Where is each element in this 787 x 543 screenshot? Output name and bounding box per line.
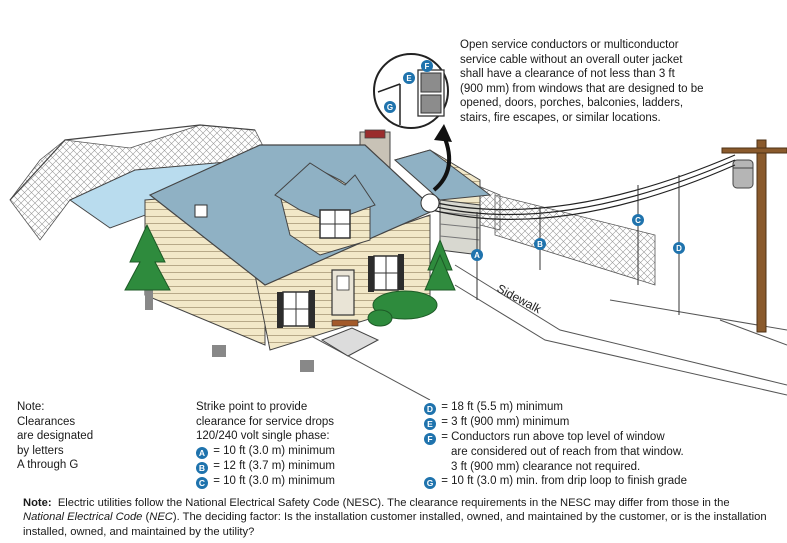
bottom-note-text: Electric utilities follow the National E… — [57, 497, 730, 509]
clearance-row-g: G = 10 ft (3.0 m) min. from drip loop to… — [424, 474, 687, 490]
badge-d-icon: D — [424, 403, 436, 415]
badge-f-icon: F — [424, 433, 436, 445]
badge-a-icon: A — [196, 446, 208, 459]
inset-letter-f: F — [425, 62, 430, 71]
strike-line: Strike point to provide — [196, 401, 308, 413]
clearance-text: 3 ft (900 mm) clearance not required. — [451, 460, 641, 473]
bottom-note-italic: NEC — [149, 511, 173, 524]
callout-line: (900 mm) from windows that are designed … — [460, 82, 704, 95]
utility-pole — [721, 139, 787, 333]
badge-e-icon: E — [424, 418, 436, 430]
bottom-note-text: ( — [142, 511, 150, 524]
trees — [124, 223, 456, 327]
house — [144, 144, 437, 372]
service-clearance-illustration: A B C D Sidewalk F E G — [9, 53, 787, 400]
bottom-note-text: ). The deciding factor: Is the installat… — [23, 511, 767, 538]
badge-d — [673, 242, 685, 254]
clearance-row-d: D = 18 ft (5.5 m) minimum — [424, 400, 687, 415]
bottom-note-italic: National Electrical Code — [23, 511, 143, 524]
badge-c — [632, 214, 644, 226]
callout-line: stairs, fire escapes, or similar locatio… — [460, 111, 661, 124]
clearance-list: D = 18 ft (5.5 m) minimum E = 3 ft (900 … — [424, 400, 687, 490]
callout-line: Open service conductors or multiconducto… — [460, 39, 679, 51]
badge-b-letter: B — [537, 240, 543, 249]
clearance-row-e: E = 3 ft (900 mm) minimum — [424, 415, 687, 430]
callout-arrow — [432, 135, 452, 192]
clearance-text: = 10 ft (3.0 m) minimum — [213, 444, 335, 457]
clearance-text: are considered out of reach from that wi… — [451, 446, 684, 458]
strike-line: 120/240 volt single phase: — [196, 430, 330, 443]
note-line: by letters — [17, 444, 64, 457]
callout-line: service cable without an overall outer j… — [460, 53, 683, 66]
clearance-row-f: F = Conductors run above top level of wi… — [424, 430, 687, 445]
note-line: Clearances — [17, 415, 76, 428]
inset-letter-g: G — [387, 103, 393, 112]
clearance-text: = 3 ft (900 mm) minimum — [441, 416, 570, 428]
service-drop — [420, 154, 736, 220]
sidewalk-label: Sidewalk — [495, 281, 545, 316]
note-line: Note: — [17, 401, 45, 413]
left-note: Note: Clearances are designated by lette… — [17, 400, 93, 473]
clearance-text: = 18 ft (5.5 m) minimum — [441, 401, 563, 413]
clearance-text: = 12 ft (3.7 m) minimum — [213, 459, 335, 472]
badge-b-icon: B — [196, 461, 208, 474]
clearance-text: = 10 ft (3.0 m) minimum — [213, 474, 335, 487]
clearance-row-c: C = 10 ft (3.0 m) minimum — [196, 474, 335, 489]
badge-a — [471, 249, 483, 261]
strike-point-block: Strike point to provide clearance for se… — [196, 400, 335, 489]
note-line: A through G — [17, 459, 79, 472]
callout-arrowhead — [434, 124, 452, 142]
badge-d-letter: D — [676, 244, 682, 253]
callout-line: shall have a clearance of not less than … — [460, 68, 675, 81]
badge-a-letter: A — [474, 251, 480, 260]
badge-c-icon: C — [196, 476, 208, 489]
badge-b — [534, 238, 546, 250]
note-line: are designated — [17, 430, 94, 443]
window-inset: F E G — [373, 53, 449, 129]
callout-line: opened, doors, porches, balconies, ladde… — [460, 97, 684, 110]
clearance-row-f-cont: are considered out of reach from that wi… — [424, 445, 687, 460]
bottom-note-label: Note: — [23, 497, 52, 509]
clearance-text: = Conductors run above top level of wind… — [441, 431, 665, 443]
inset-letter-e: E — [406, 74, 412, 83]
dimension-badges: A B C D — [471, 214, 685, 261]
bottom-note: Note: Electric utilities follow the Nati… — [23, 496, 773, 539]
clearance-row-a: A = 10 ft (3.0 m) minimum — [196, 444, 335, 459]
clearance-text: = 10 ft (3.0 m) min. from drip loop to f… — [441, 475, 687, 488]
strike-line: clearance for service drops — [196, 415, 335, 428]
clearance-row-f-cont: 3 ft (900 mm) clearance not required. — [424, 460, 687, 475]
badge-g-icon: G — [424, 477, 436, 490]
badge-c-letter: C — [635, 216, 641, 225]
clearance-row-b: B = 12 ft (3.7 m) minimum — [196, 459, 335, 474]
callout-text: Open service conductors or multiconducto… — [460, 38, 704, 126]
